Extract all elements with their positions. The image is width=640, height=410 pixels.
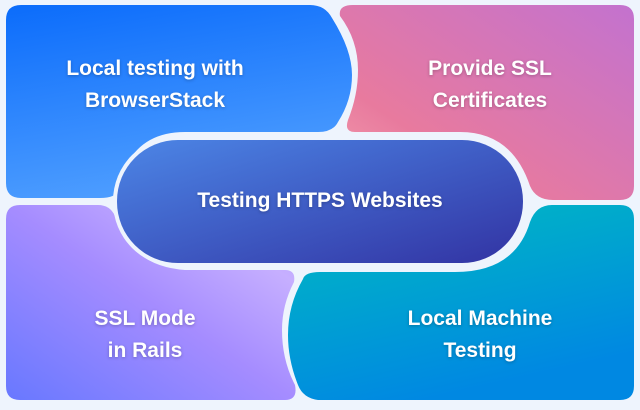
quadrant-bottom-right-shape bbox=[288, 205, 634, 400]
label-line: Local Machine bbox=[407, 307, 553, 330]
quadrant-bottom-left-label: SSL Mode in Rails bbox=[40, 303, 250, 367]
quadrant-bottom-left-shape bbox=[6, 205, 296, 400]
quadrant-top-left-shape bbox=[6, 5, 352, 198]
quadrant-top-right-shape bbox=[339, 5, 634, 200]
center-text: Testing HTTPS Websites bbox=[197, 189, 443, 212]
quadrant-bottom-right-label: Local Machine Testing bbox=[370, 303, 590, 367]
label-line: Testing bbox=[443, 339, 517, 362]
label-line: in Rails bbox=[107, 339, 183, 362]
label-line: BrowserStack bbox=[84, 89, 226, 112]
label-line: SSL Mode bbox=[94, 307, 196, 330]
center-pill-shape bbox=[117, 140, 523, 263]
quadrant-top-left-label: Local testing with BrowserStack bbox=[30, 53, 280, 117]
label-line: Local testing with bbox=[66, 57, 244, 80]
center-label: Testing HTTPS Websites bbox=[117, 185, 523, 217]
quadrant-top-right-label: Provide SSL Certificates bbox=[380, 53, 600, 117]
label-line: Certificates bbox=[432, 89, 548, 112]
label-line: Provide SSL bbox=[428, 57, 552, 80]
